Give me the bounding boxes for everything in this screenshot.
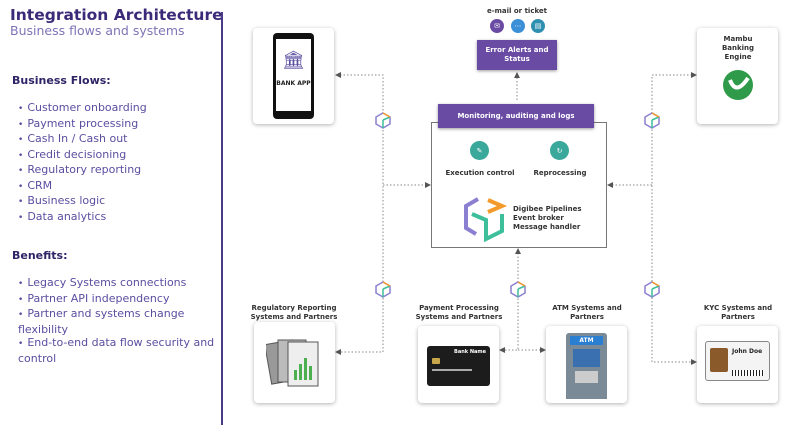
bank-app-card: 🏛 BANK APP bbox=[253, 28, 334, 124]
monitoring-bar: Monitoring, auditing and logs bbox=[438, 104, 594, 128]
card-bank-name: Bank Name bbox=[454, 349, 486, 355]
mambu-card: Mambu Banking Engine bbox=[697, 28, 778, 124]
phone-icon: 🏛 BANK APP bbox=[273, 33, 314, 119]
atm-machine-icon: ATM bbox=[566, 333, 607, 399]
atm-sign: ATM bbox=[570, 336, 603, 345]
kyc-card: John Doe bbox=[697, 326, 778, 403]
page-title: Integration Architecture bbox=[10, 6, 223, 24]
ticket-icon: ▤ bbox=[531, 19, 545, 33]
regulatory-card bbox=[254, 322, 335, 403]
kyc-label: KYC Systems and Partners bbox=[703, 304, 773, 321]
execution-control-icon: ✎ bbox=[470, 141, 489, 160]
core-line: Message handler bbox=[513, 223, 581, 231]
mambu-logo-icon bbox=[723, 70, 753, 100]
cube-icons bbox=[375, 112, 660, 298]
reprocessing-icon: ↻ bbox=[550, 141, 569, 160]
list-item: CRM bbox=[18, 179, 147, 195]
core-line: Digibee Pipelines bbox=[513, 205, 582, 213]
list-item: Customer onboarding bbox=[18, 101, 146, 117]
list-item: Business logic bbox=[18, 194, 147, 210]
list-item: Credit decisioning bbox=[18, 148, 147, 164]
business-flows-list: Customer onboarding Payment processing C… bbox=[18, 101, 147, 226]
integration-platform-box bbox=[431, 122, 607, 248]
atm-label: ATM Systems and Partners bbox=[552, 304, 622, 321]
reprocessing-label: Reprocessing bbox=[533, 169, 587, 177]
list-item: End-to-end data flow security and contro… bbox=[18, 336, 218, 365]
list-item: Payment processing bbox=[18, 117, 147, 133]
bank-app-label: BANK APP bbox=[276, 80, 311, 87]
list-item: Cash In / Cash out bbox=[18, 132, 147, 148]
page-subtitle: Business flows and systems bbox=[10, 23, 185, 38]
list-item: Regulatory reporting bbox=[18, 163, 147, 179]
payment-label: Payment Processing Systems and Partners bbox=[415, 304, 503, 321]
email-icon: ✉ bbox=[490, 19, 504, 33]
notify-label: e-mail or ticket bbox=[486, 7, 548, 15]
digibee-logo-icon bbox=[464, 197, 508, 242]
payment-card: Bank Name bbox=[418, 326, 499, 403]
credit-card-icon: Bank Name bbox=[427, 346, 490, 386]
list-item: Partner and systems change flexibility bbox=[18, 307, 218, 336]
kyc-name: John Doe bbox=[732, 348, 763, 355]
execution-control-label: Execution control bbox=[445, 169, 515, 177]
api-icon: ⋯ bbox=[511, 19, 525, 33]
benefits-list: Legacy Systems connections Partner API i… bbox=[18, 276, 218, 365]
id-card-icon: John Doe bbox=[705, 341, 770, 381]
mambu-label: Mambu Banking Engine bbox=[721, 35, 755, 61]
core-line: Event broker bbox=[513, 214, 564, 222]
divider bbox=[221, 12, 223, 425]
list-item: Partner API independency bbox=[18, 292, 218, 308]
error-alerts-box: Error Alerts and Status bbox=[477, 40, 557, 70]
business-flows-heading: Business Flows: bbox=[12, 74, 111, 87]
bank-icon: 🏛 bbox=[282, 50, 305, 71]
list-item: Data analytics bbox=[18, 210, 147, 226]
core-label: Digibee Pipelines Event broker Message h… bbox=[513, 205, 582, 232]
atm-card: ATM bbox=[546, 326, 627, 403]
regulatory-label: Regulatory Reporting Systems and Partner… bbox=[250, 304, 338, 321]
list-item: Legacy Systems connections bbox=[18, 276, 218, 292]
benefits-heading: Benefits: bbox=[12, 249, 68, 262]
reports-icon bbox=[266, 339, 319, 387]
